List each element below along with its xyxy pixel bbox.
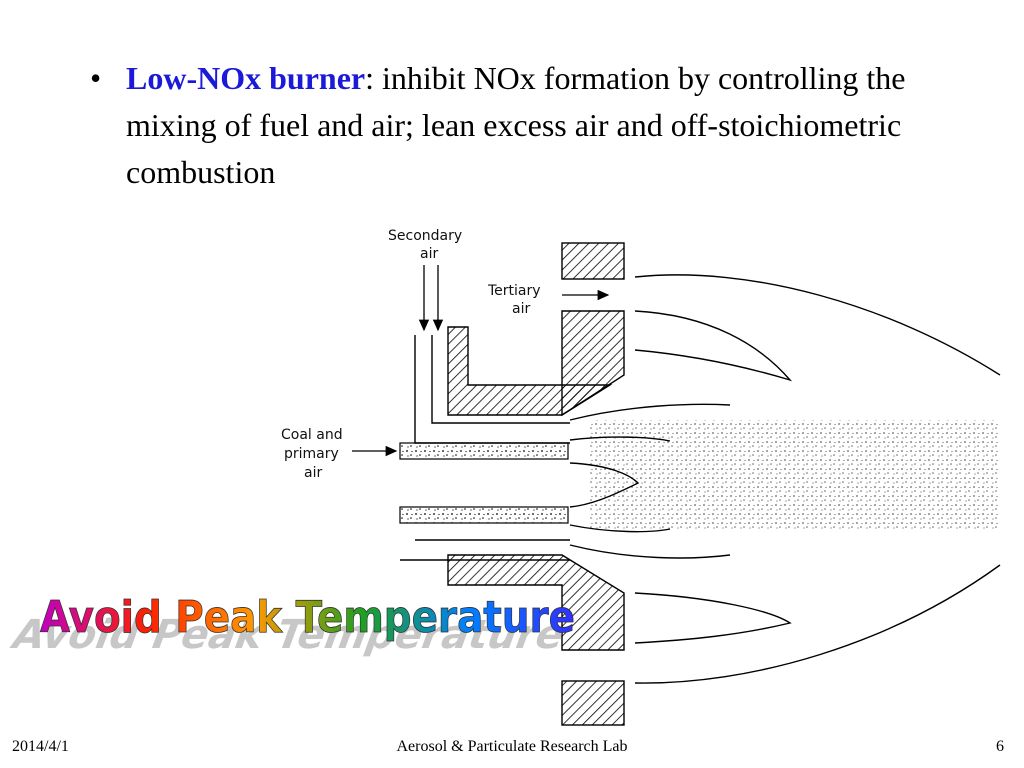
bullet-marker: •	[90, 60, 102, 96]
low-nox-burner-diagram: Secondary air Tertiary air Coal and prim…	[281, 228, 1001, 726]
coal-primary-stream	[399, 442, 569, 524]
label-tertiary-air-2: air	[512, 301, 530, 317]
bullet-description: inhibit NOx formation by controlling the…	[126, 60, 906, 190]
label-coal-air-3: air	[304, 465, 322, 481]
footer-date: 2014/4/1	[12, 738, 69, 755]
label-coal-air-1: Coal and	[281, 427, 343, 443]
particle-spray	[590, 420, 1000, 530]
bullet-point: • Low-NOx burner: inhibit NOx formation …	[90, 55, 930, 196]
label-secondary-air-2: air	[420, 246, 438, 262]
footer-lab-name: Aerosol & Particulate Research Lab	[396, 738, 628, 755]
label-coal-air-2: primary	[284, 446, 339, 462]
bullet-separator: :	[365, 60, 374, 96]
label-secondary-air-1: Secondary	[388, 228, 462, 244]
burner-wall	[447, 242, 625, 726]
flow-lines	[569, 274, 1001, 684]
label-tertiary-air-1: Tertiary	[487, 283, 541, 299]
bullet-term: Low-NOx burner	[126, 60, 366, 96]
wordart-text: Avoid Peak Temperature	[40, 592, 575, 643]
footer-page-number: 6	[996, 738, 1004, 755]
arrow-secondary-air	[418, 265, 444, 332]
bullet-text: Low-NOx burner: inhibit NOx formation by…	[126, 55, 930, 196]
wordart-shadow: Avoid Peak Temperature	[6, 611, 573, 657]
